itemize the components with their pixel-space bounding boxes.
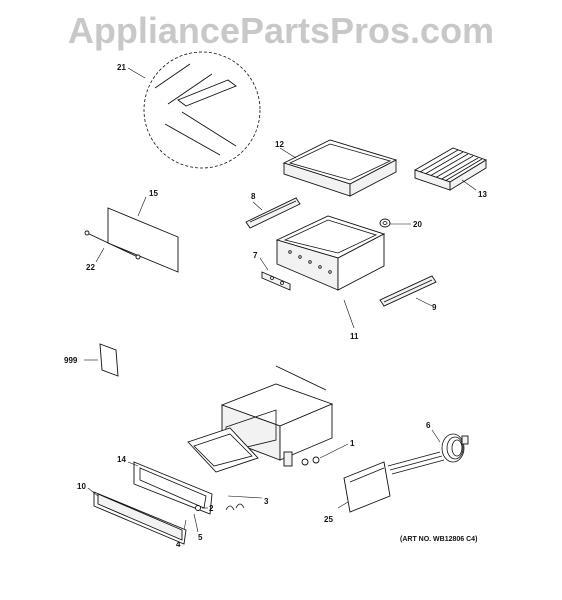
part-25-cover (337, 461, 391, 513)
callout-5: 5 (198, 533, 203, 542)
part-999-manual (84, 343, 119, 377)
part-1-thermostat (283, 443, 349, 467)
callout-25: 25 (324, 515, 333, 524)
part-12-tray (279, 139, 398, 197)
callout-14: 14 (117, 455, 126, 464)
part-21-rail-kit (127, 51, 261, 169)
part-20-grommet (379, 218, 411, 228)
vent-bar (275, 365, 327, 391)
callout-999: 999 (64, 356, 78, 365)
callout-2: 2 (209, 504, 214, 513)
part-13-rack (413, 147, 488, 191)
callout-11: 11 (350, 332, 359, 341)
callout-22: 22 (86, 263, 95, 272)
part-9-rail (379, 275, 437, 307)
callout-3: 3 (264, 497, 269, 506)
callout-8: 8 (251, 192, 256, 201)
part-6-power-cord (387, 429, 469, 475)
callout-1: 1 (350, 439, 355, 448)
warming-drawer-body (187, 383, 334, 473)
part-8-slide-rail (245, 197, 301, 229)
watermark: AppliancePartsPros.com (67, 10, 495, 51)
part-15-panel (84, 196, 179, 273)
callout-6: 6 (426, 421, 431, 430)
part-10-front-panel (87, 487, 187, 545)
callout-21: 21 (117, 63, 126, 72)
callout-10: 10 (77, 482, 86, 491)
callout-20: 20 (413, 220, 422, 229)
art-number: (ART NO. WB12806 C4) (400, 536, 478, 543)
callout-12: 12 (275, 140, 284, 149)
callout-9: 9 (432, 303, 437, 312)
callout-15: 15 (149, 189, 158, 198)
callout-4: 4 (176, 540, 181, 549)
callout-7: 7 (253, 251, 258, 260)
callout-13: 13 (478, 190, 487, 199)
part-7-bracket (259, 257, 291, 291)
part-11-drawer (275, 215, 386, 329)
